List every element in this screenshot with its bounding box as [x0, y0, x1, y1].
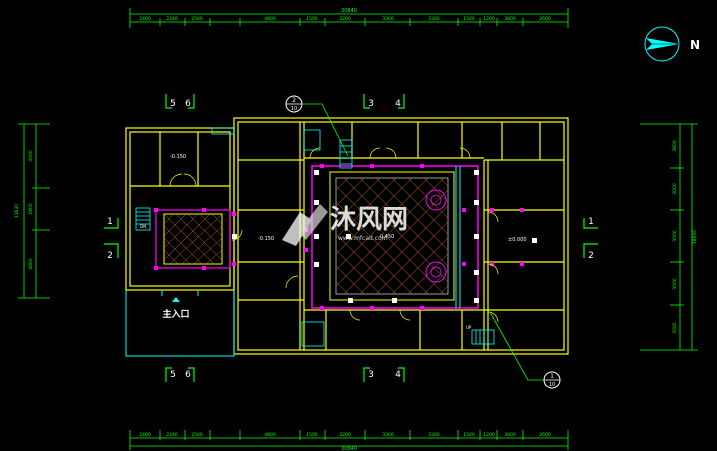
stair-label-dn: DN: [140, 224, 146, 229]
top-seg-6: 3300: [382, 16, 394, 22]
bottom-seg-1: 2240: [166, 432, 178, 438]
section-right-2: 2: [588, 251, 594, 261]
detail-bottom-number: 1: [550, 373, 554, 380]
top-seg-5: 3200: [339, 16, 351, 22]
watermark-logo: [282, 204, 328, 246]
central-courtyard: [311, 165, 479, 309]
white-markers: [232, 170, 537, 303]
entrance-porch: [125, 290, 235, 357]
overall-width-bottom: 30840: [341, 446, 357, 451]
bottom-seg-7: 3300: [428, 432, 440, 438]
bottom-seg-8: 1500: [463, 432, 475, 438]
left-dimension-chain: [18, 123, 50, 299]
bottom-seg-6: 3300: [382, 432, 394, 438]
stair-bottom-right: [471, 329, 495, 345]
top-seg-1: 2240: [166, 16, 178, 22]
entrance-arrow-icon: [172, 297, 180, 302]
bottom-segment-labels: 2400 2240 2500 4800 1500 3200 3300 3300 …: [139, 432, 551, 438]
detail-bottom-sheet: 10: [549, 382, 555, 388]
top-seg-10: 3600: [504, 16, 516, 22]
stair-label-up: UP: [466, 325, 472, 330]
elevation-main-label: ±0.000: [508, 237, 527, 243]
top-seg-0: 2400: [139, 16, 151, 22]
top-seg-9: 1200: [483, 16, 495, 22]
section-bottom-5: 5: [170, 370, 176, 380]
cyan-panels: [211, 127, 325, 347]
bottom-seg-9: 1200: [483, 432, 495, 438]
bottom-seg-5: 3200: [339, 432, 351, 438]
section-marker-labels: 5 6 3 4 5 6 3 4 1 2 1 2: [107, 99, 594, 380]
bottom-seg-3: 4800: [264, 432, 276, 438]
right-dimension-chain: [640, 123, 698, 351]
north-arrow-icon: [644, 26, 680, 62]
section-left-2: 2: [107, 251, 113, 261]
bottom-seg-4: 1500: [306, 432, 318, 438]
bottom-dimension-chain: [129, 430, 569, 450]
right-seg-0: 3800: [672, 140, 678, 152]
top-segment-labels: 2400 2240 2500 4800 1500 3200 3300 3300 …: [139, 16, 551, 22]
section-bottom-3: 3: [368, 370, 374, 380]
right-seg-1: 3000: [672, 183, 678, 195]
section-markers: [104, 94, 598, 382]
elevation-center-label: 0.450: [380, 234, 394, 240]
detail-top-sheet: 10: [291, 106, 297, 112]
watermark-text: 沐风网: [330, 205, 408, 235]
elevation-left-label: -0.150: [258, 236, 274, 242]
watermark-url: www.mfcad.com: [338, 235, 388, 242]
column-markers: [154, 164, 524, 310]
left-atrium: [155, 209, 231, 269]
section-top-4: 4: [395, 99, 401, 109]
top-seg-7: 3300: [428, 16, 440, 22]
left-seg-2: 4800: [28, 258, 34, 270]
detail-top-number: 2: [292, 97, 296, 104]
top-seg-3: 4800: [264, 16, 276, 22]
right-seg-3: 3000: [672, 278, 678, 290]
top-seg-8: 1500: [463, 16, 475, 22]
bottom-seg-10: 3600: [504, 432, 516, 438]
section-top-5: 5: [170, 99, 176, 109]
door-swings: [169, 147, 499, 323]
right-total: 18000: [692, 230, 698, 244]
section-top-3: 3: [368, 99, 374, 109]
right-seg-4: 3000: [672, 322, 678, 334]
elevation-top-left-label: -0.150: [170, 154, 186, 160]
right-seg-2: 3000: [672, 230, 678, 242]
top-seg-11: 2600: [539, 16, 551, 22]
top-seg-4: 1500: [306, 16, 318, 22]
section-left-1: 1: [107, 217, 113, 227]
left-seg-0: 4000: [28, 150, 34, 162]
section-bottom-4: 4: [395, 370, 401, 380]
section-right-1: 1: [588, 217, 594, 227]
top-dimension-chain: [129, 8, 569, 28]
north-label: N: [690, 38, 700, 52]
detail-callout-top: [285, 95, 349, 157]
detail-callout-bottom: [489, 311, 561, 389]
section-top-6: 6: [185, 99, 191, 109]
overall-width-top: 30840: [341, 8, 357, 14]
bottom-seg-0: 2400: [139, 432, 151, 438]
stair-left: [135, 207, 151, 231]
top-seg-2: 2500: [191, 16, 203, 22]
section-bottom-6: 6: [185, 370, 191, 380]
bottom-seg-2: 2500: [191, 432, 203, 438]
left-seg-1: 2800: [28, 203, 34, 215]
bottom-seg-11: 2600: [539, 432, 551, 438]
overall-height-left: 11630: [14, 204, 20, 218]
entrance-label: 主入口: [162, 308, 189, 320]
